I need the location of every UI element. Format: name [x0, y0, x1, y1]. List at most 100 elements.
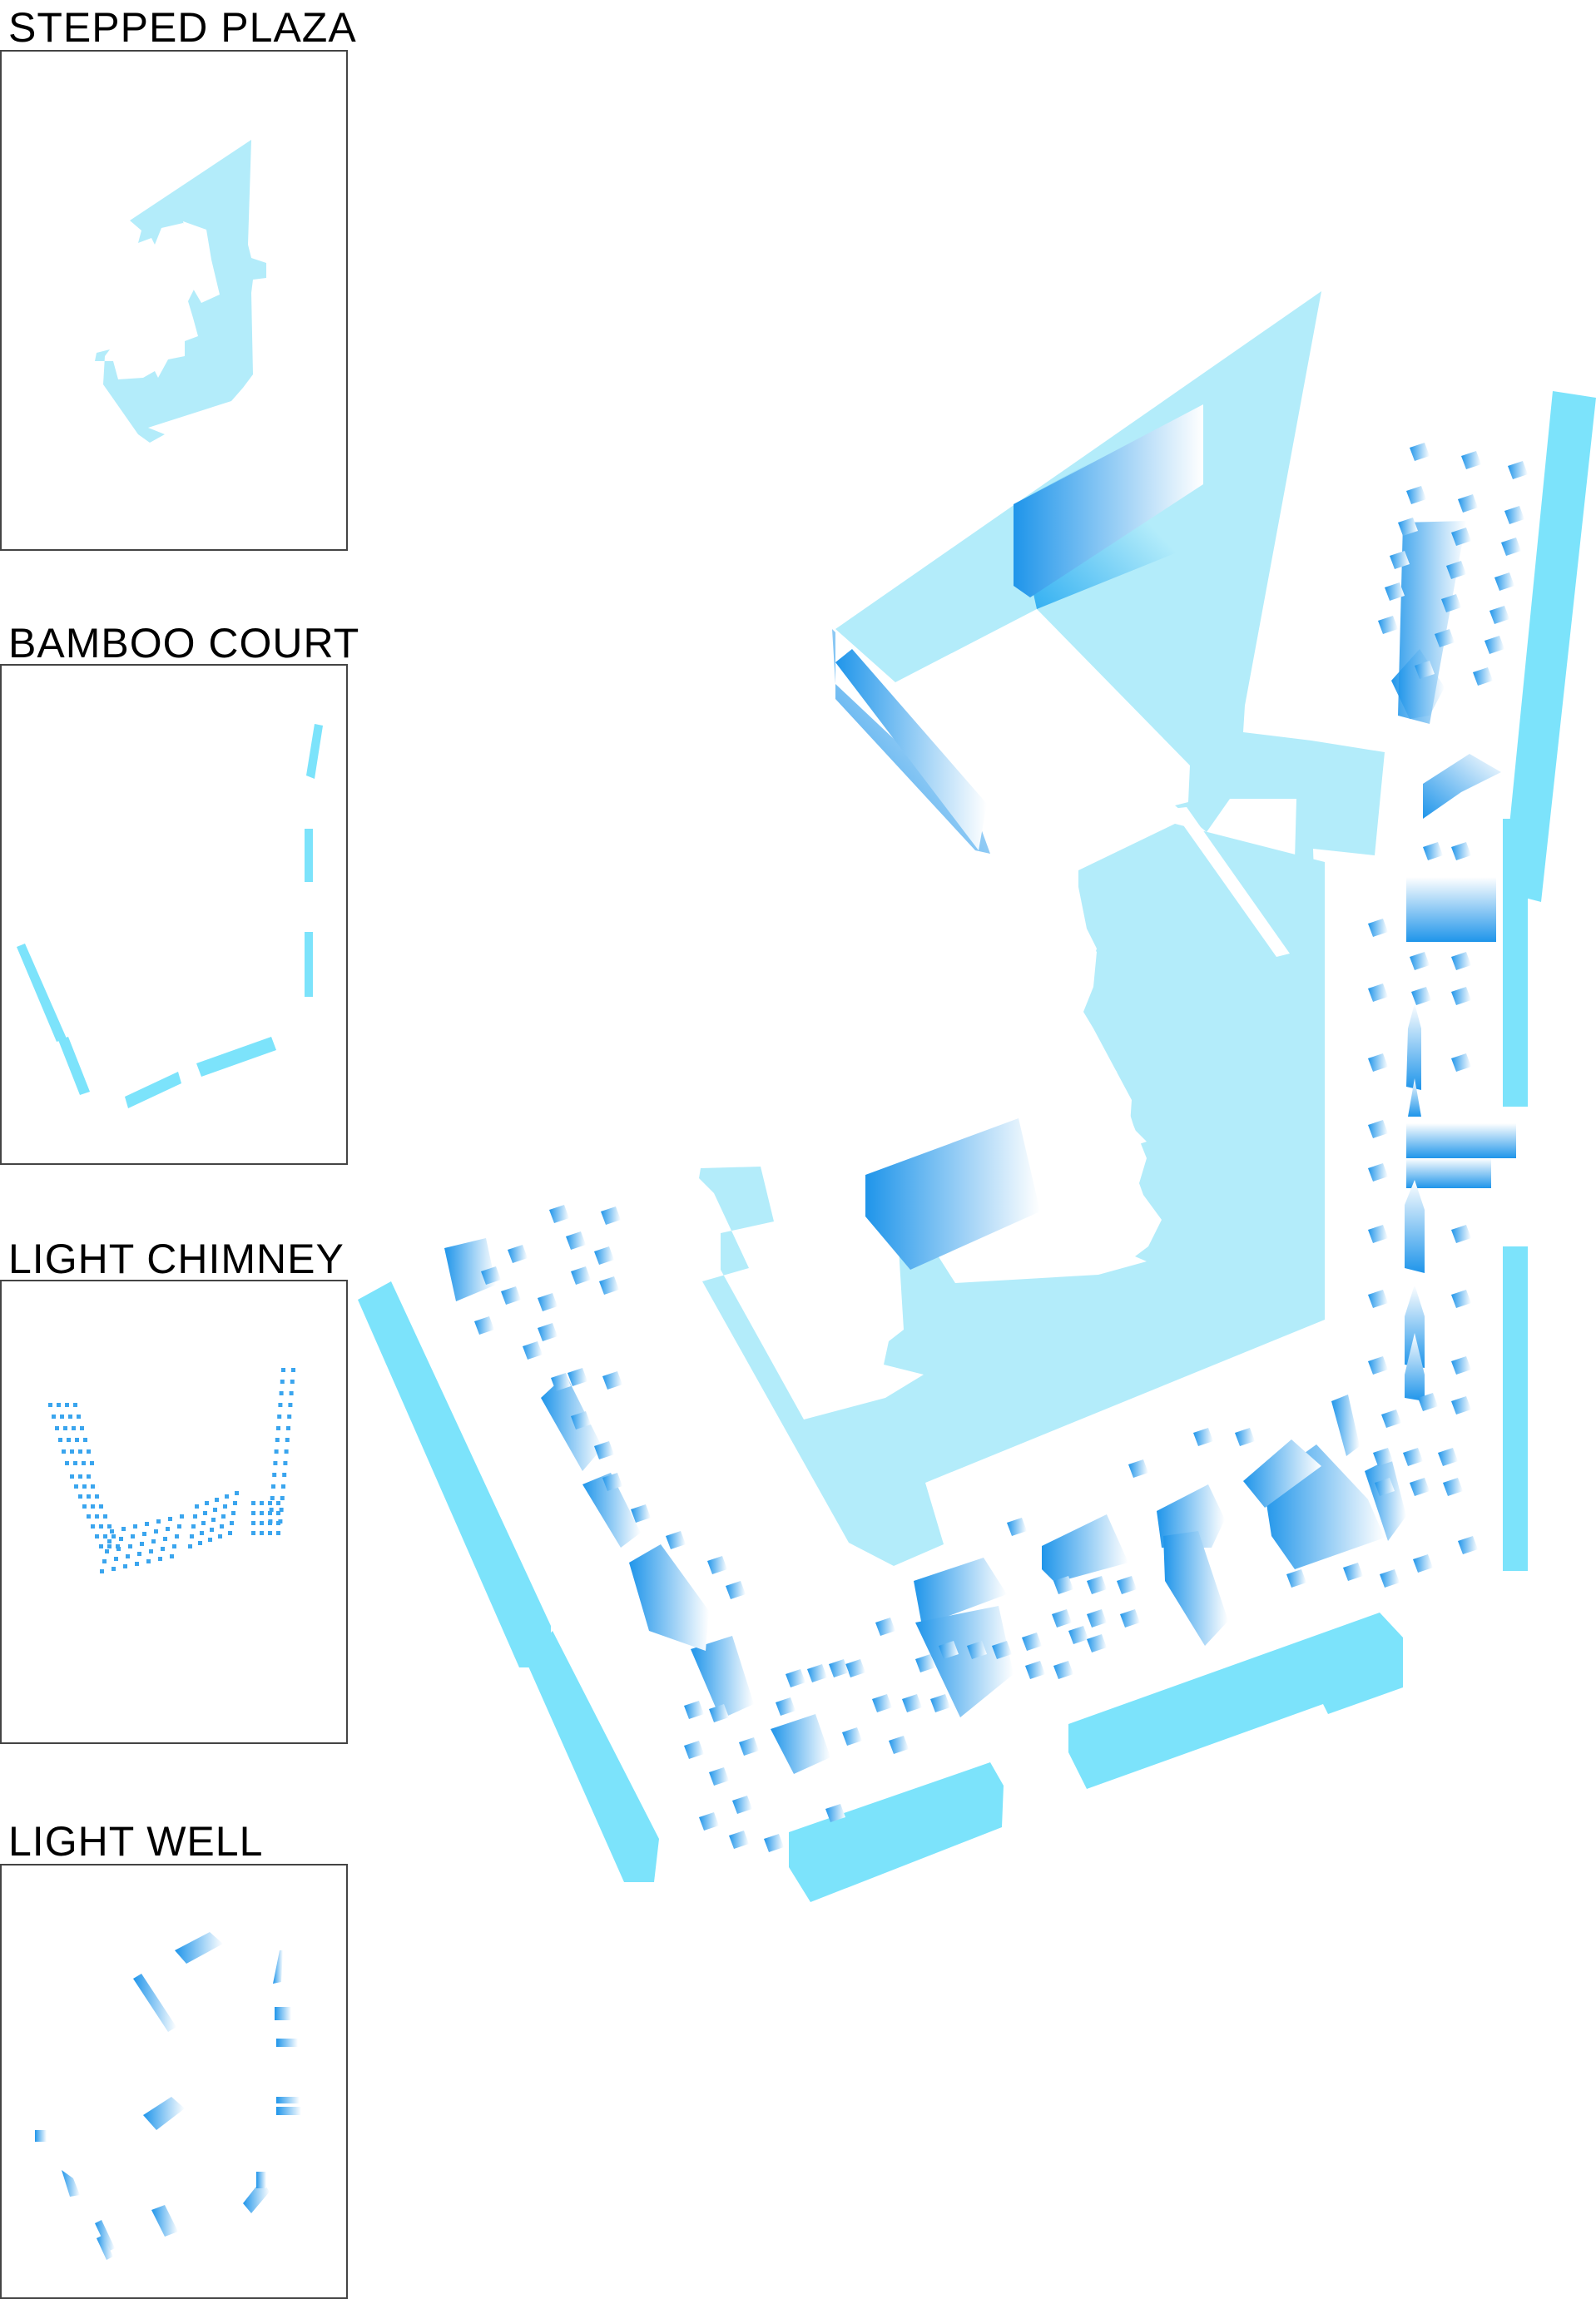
light-chimney-dot: [140, 1542, 144, 1546]
light-chimney-cube: [602, 1371, 622, 1390]
light-chimney-dot: [270, 1496, 275, 1500]
light-chimney-cube: [1022, 1633, 1042, 1651]
light-chimney-cube: [889, 1736, 909, 1754]
light-chimney-dot: [87, 1474, 91, 1479]
light-chimney-dot: [279, 1508, 284, 1512]
plaza-footprint: [95, 140, 266, 443]
light-chimney-cube: [1381, 1410, 1401, 1428]
light-chimney-dot: [91, 1484, 95, 1489]
light-well-box: [276, 2097, 300, 2103]
light-chimney-dot: [286, 1426, 290, 1430]
light-chimney-cube: [1458, 1536, 1478, 1554]
light-chimney-dot: [283, 1461, 288, 1465]
light-chimney-cube: [1451, 842, 1471, 860]
light-chimney-dot: [158, 1557, 162, 1561]
light-chimney-dot: [251, 1531, 255, 1535]
light-chimney-cube: [1025, 1661, 1045, 1679]
bamboo-bar-w1: [358, 1281, 551, 1667]
light-chimney-dot: [105, 1549, 109, 1553]
light-chimney-dot: [73, 1461, 77, 1465]
light-chimney-cube: [939, 1641, 959, 1659]
light-well-s4: [914, 1558, 1007, 1626]
light-chimney-cube: [1473, 667, 1493, 686]
light-chimney-dot: [131, 1534, 135, 1538]
light-chimney-cube: [1504, 506, 1524, 524]
light-chimney-cube: [1494, 572, 1514, 591]
panel-title-light-chimney: LIGHT CHIMNEY: [8, 1236, 344, 1282]
light-chimney-cube: [1375, 1478, 1395, 1496]
light-chimney-dot: [65, 1461, 69, 1465]
light-chimney-dot: [103, 1534, 107, 1538]
light-well-s6: [771, 1714, 830, 1774]
light-chimney-dot: [172, 1544, 176, 1548]
light-chimney-dot: [274, 1449, 279, 1454]
bamboo-court: [358, 391, 1596, 1902]
light-chimney-dot: [271, 1484, 275, 1489]
light-chimney-dot: [268, 1531, 272, 1535]
light-chimney-cube: [807, 1664, 827, 1682]
light-chimney-dot: [65, 1403, 69, 1407]
light-chimney-dot: [268, 1501, 272, 1505]
light-chimney-dot: [215, 1498, 219, 1502]
light-chimney-cube: [549, 1205, 569, 1223]
light-chimney-dot: [107, 1539, 112, 1543]
light-chimney-cube: [594, 1246, 614, 1265]
light-chimney-diagram: [48, 1368, 295, 1573]
light-chimney-cube: [594, 1441, 614, 1459]
bamboo-court-diagram: [17, 724, 323, 1108]
light-chimney-dot: [87, 1514, 91, 1519]
light-chimney-cube: [1415, 661, 1435, 679]
light-chimney-dot: [99, 1524, 103, 1529]
light-chimney-dot: [290, 1380, 295, 1384]
light-chimney-dot: [276, 1426, 280, 1430]
light-chimney-cube: [566, 1231, 586, 1250]
light-chimney-cube: [739, 1737, 759, 1756]
light-chimney-cube: [1410, 443, 1430, 461]
light-chimney-dot: [190, 1534, 194, 1538]
light-chimney-dot: [193, 1514, 197, 1519]
plaza-lower-court: [699, 824, 1325, 1566]
light-chimney-cube: [1380, 1569, 1400, 1588]
light-chimney-dot: [284, 1449, 289, 1454]
light-chimney-cube: [825, 1804, 845, 1822]
light-chimney-dot: [142, 1532, 146, 1536]
light-chimney-cube: [1368, 919, 1388, 937]
light-well-w2: [582, 1473, 641, 1548]
light-chimney-cube: [1087, 1634, 1107, 1652]
light-chimney-dot: [80, 1426, 84, 1430]
light-chimney-cube: [1461, 451, 1481, 469]
light-chimney-cube: [631, 1504, 651, 1523]
light-chimney-dot: [251, 1511, 255, 1515]
light-chimney-cube: [684, 1741, 704, 1759]
light-chimney-cube: [1438, 1448, 1458, 1466]
light-chimney-dot: [103, 1514, 107, 1519]
light-chimney-cube: [538, 1323, 558, 1341]
light-chimney-cube: [1398, 518, 1418, 536]
light-chimney-dot: [82, 1504, 87, 1509]
bamboo-bar-s1: [789, 1762, 1004, 1902]
light-chimney-cube: [1193, 1428, 1213, 1446]
light-well-w4: [444, 1238, 496, 1301]
light-chimney-dot: [121, 1527, 126, 1531]
light-chimney-dot: [276, 1501, 280, 1505]
light-chimney-cube: [875, 1618, 895, 1636]
light-well-box: [276, 2107, 301, 2115]
panel-light-well: [0, 1864, 348, 2299]
panel-title-stepped-plaza: STEPPED PLAZA: [8, 4, 357, 51]
light-chimney-dot: [137, 1552, 141, 1556]
light-chimney-dot: [77, 1415, 81, 1419]
light-chimney-dot: [82, 1484, 87, 1489]
light-chimney-cube: [845, 1659, 865, 1677]
light-chimney-dot: [281, 1484, 285, 1489]
light-chimney-dot: [177, 1524, 181, 1529]
light-chimney-dot: [285, 1438, 290, 1442]
light-chimney-cube: [1451, 952, 1471, 970]
light-well-diagram: [35, 1932, 301, 2260]
light-chimney-dot: [52, 1415, 56, 1419]
light-chimney-cube: [776, 1697, 796, 1716]
light-chimney-dot: [90, 1461, 94, 1465]
light-chimney-dot: [145, 1522, 149, 1526]
light-chimney-dot: [208, 1538, 212, 1542]
light-well-ne3: [1398, 521, 1466, 724]
